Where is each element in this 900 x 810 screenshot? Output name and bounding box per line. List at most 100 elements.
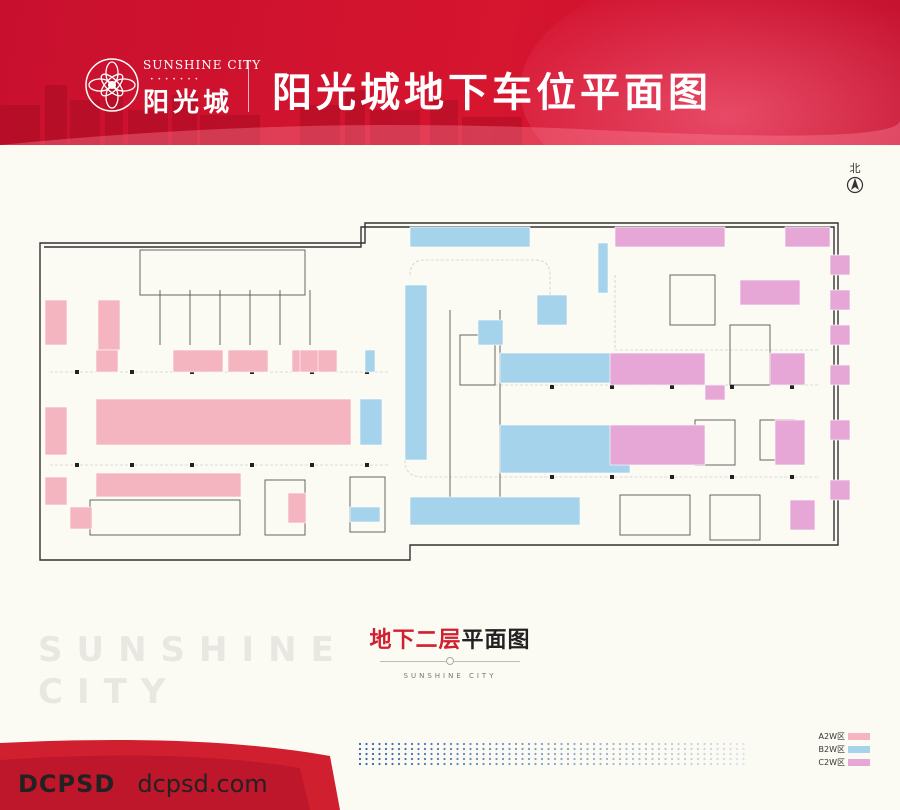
footer-dot	[664, 742, 667, 746]
footer-dot	[670, 752, 674, 756]
footer-dot	[742, 762, 745, 766]
footer-dot	[683, 757, 687, 761]
footer-dot	[690, 757, 693, 761]
footer-dot	[644, 762, 648, 766]
footer-dot	[631, 762, 635, 766]
footer-dot	[566, 747, 570, 751]
footer-dot	[716, 742, 719, 746]
footer-dot	[488, 747, 492, 751]
footer-dot	[527, 747, 531, 751]
footer-dot	[417, 762, 420, 766]
footer-dot	[495, 742, 498, 746]
legend-swatch-a	[848, 732, 870, 740]
footer-dot	[378, 742, 381, 746]
footer-dot	[443, 757, 446, 761]
footer-dot	[527, 762, 531, 766]
footer-dot	[527, 752, 531, 756]
footer-dot	[482, 757, 485, 761]
footer-dot	[443, 747, 446, 751]
legend-label-b: B2W区	[818, 744, 846, 754]
footer-dot	[579, 742, 583, 746]
footer-dot	[592, 742, 596, 746]
footer-dot	[573, 762, 576, 766]
footer-dot	[566, 762, 570, 766]
footer-dot	[553, 752, 557, 756]
footer-dot	[703, 757, 706, 761]
footer-dot	[540, 762, 544, 766]
footer-dot	[703, 747, 706, 751]
footer-dot	[521, 752, 524, 756]
footer-dot	[716, 747, 719, 751]
footer-dot	[722, 747, 726, 751]
footer-dot	[670, 747, 674, 751]
footer-dot	[521, 747, 524, 751]
footer-dot	[573, 747, 576, 751]
footer-dot	[488, 757, 492, 761]
footer-dot	[371, 757, 375, 761]
footer-dot	[690, 742, 693, 746]
footer-site: dcpsd.com	[137, 770, 268, 798]
footer-dot	[651, 742, 654, 746]
footer-dot	[742, 747, 745, 751]
footer-dot	[456, 752, 459, 756]
footer-dot	[397, 762, 401, 766]
footer-dot	[397, 742, 401, 746]
footer-dot	[560, 747, 563, 751]
footer-dot	[579, 752, 583, 756]
footer-dot	[547, 742, 550, 746]
footer-dot	[495, 757, 498, 761]
footer-dot	[592, 757, 596, 761]
footer-dot	[527, 742, 531, 746]
footer-dot	[605, 742, 609, 746]
footer-dot	[443, 752, 446, 756]
floor-plan	[39, 222, 851, 561]
footer-dot	[391, 742, 394, 746]
footer-dot	[482, 742, 485, 746]
footer-dot	[547, 757, 550, 761]
footer-dot	[540, 747, 544, 751]
footer-dot	[430, 747, 433, 751]
footer-dot	[430, 752, 433, 756]
footer-dot	[690, 752, 693, 756]
footer-dot	[534, 742, 537, 746]
footer-brand: DCPSD	[18, 770, 116, 798]
footer-dot	[566, 752, 570, 756]
footer-dot	[521, 742, 524, 746]
page-title: 阳光城地下车位平面图	[272, 70, 712, 116]
footer-dot	[735, 757, 739, 761]
footer-dot	[423, 762, 427, 766]
footer-dot	[625, 757, 628, 761]
footer-dot	[742, 742, 745, 746]
footer-dot	[599, 747, 602, 751]
subtitle-dot	[446, 657, 454, 665]
footer-dot	[488, 762, 492, 766]
footer-dot	[449, 762, 453, 766]
footer-dot	[553, 747, 557, 751]
footer-dot	[521, 762, 524, 766]
plan-subtitle-suffix: 平面图	[461, 628, 531, 653]
footer-dot	[716, 762, 719, 766]
footer-dot	[677, 742, 680, 746]
footer-dot	[638, 762, 641, 766]
footer-dot	[586, 752, 589, 756]
footer-dot	[475, 742, 479, 746]
footer-dot	[696, 747, 700, 751]
footer-dot	[462, 742, 466, 746]
footer-dot	[508, 747, 511, 751]
footer-dot	[423, 757, 427, 761]
compass-label: 北	[849, 162, 861, 175]
footer-dot	[690, 747, 693, 751]
footer-dot	[534, 747, 537, 751]
footer-dot	[683, 752, 687, 756]
footer-dot	[631, 757, 635, 761]
footer-dot	[358, 747, 362, 751]
footer-dot	[417, 752, 420, 756]
legend: A2W区 B2W区 C2W区	[790, 730, 870, 769]
footer-dot	[670, 762, 674, 766]
footer-dot	[371, 762, 375, 766]
legend-label-a: A2W区	[818, 731, 845, 741]
footer-dot	[735, 752, 739, 756]
footer-dot	[599, 762, 602, 766]
footer-dot	[449, 752, 453, 756]
footer-dot	[371, 747, 375, 751]
